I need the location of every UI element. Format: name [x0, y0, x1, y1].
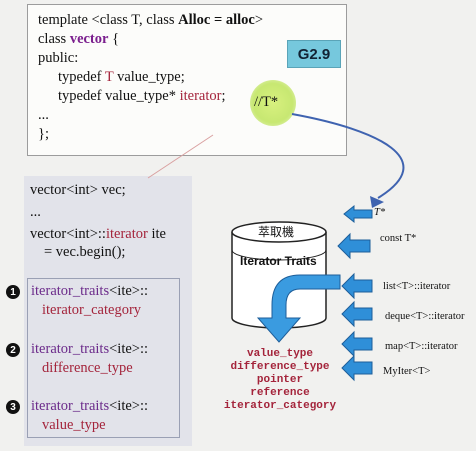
- usage-line-begin: = vec.begin();: [44, 244, 126, 260]
- step-number-3: 3: [6, 400, 20, 414]
- output-value-type: value_type: [246, 348, 313, 360]
- input-arrow-1: [343, 204, 373, 224]
- step-number-2: 2: [6, 343, 20, 357]
- connector-line: [147, 134, 214, 179]
- trait-2-line2: difference_type: [42, 360, 133, 376]
- comment-highlight: [250, 80, 296, 126]
- input-arrow-5: [341, 330, 373, 358]
- input-arrow-2: [337, 232, 371, 260]
- output-pointer: pointer: [256, 374, 304, 386]
- trait-2-line1: iterator_traits<ite>::: [31, 341, 149, 357]
- trait-1-line2: iterator_category: [42, 302, 142, 318]
- curved-arrow-to-input: [291, 113, 405, 199]
- version-badge: G2.9: [287, 40, 341, 68]
- input-label-deque-iterator: deque<T>::iterator: [385, 311, 465, 322]
- input-arrow-6: [341, 354, 373, 382]
- trait-3-line2: value_type: [42, 417, 106, 433]
- input-arrow-4: [341, 300, 373, 328]
- output-iterator-category: iterator_category: [223, 400, 337, 412]
- usage-line-ellipsis: ...: [30, 204, 41, 220]
- machine-title: Iterator Traits: [240, 254, 317, 268]
- usage-line-decl: vector<int> vec;: [30, 182, 126, 198]
- traits-questions-box: [27, 278, 180, 438]
- trait-1-line1: iterator_traits<ite>::: [31, 283, 149, 299]
- code-line-ellipsis: ...: [38, 107, 49, 123]
- code-line-public: public:: [38, 50, 79, 66]
- code-line-class: class vector {: [38, 31, 120, 47]
- machine-top-label: 萃取機: [258, 225, 295, 239]
- usage-line-iterator: vector<int>::iterator ite: [30, 226, 166, 242]
- curved-arrow-head: [370, 196, 384, 208]
- input-label-list-iterator: list<T>::iterator: [383, 281, 451, 292]
- class-template-code-block: template <class T, class Alloc = alloc> …: [27, 4, 347, 156]
- iterator-traits-machine: [231, 221, 327, 329]
- input-label-const-pointer: const T*: [380, 233, 417, 244]
- step-number-1: 1: [6, 285, 20, 299]
- usage-panel: vector<int> vec; ... vector<int>::iterat…: [24, 176, 192, 446]
- pointer-comment: //T*: [254, 94, 279, 110]
- input-arrow-3: [341, 272, 373, 300]
- input-label-myiter: MyIter<T>: [383, 366, 431, 377]
- code-line-typedef-iterator: typedef value_type* iterator;: [58, 88, 226, 104]
- code-line-typedef-value: typedef T value_type;: [58, 69, 185, 85]
- output-difference-type: difference_type: [230, 361, 330, 373]
- code-line-close: };: [38, 126, 49, 142]
- code-line-template: template <class T, class Alloc = alloc>: [38, 12, 264, 28]
- input-label-map-iterator: map<T>::iterator: [385, 341, 458, 352]
- output-reference: reference: [250, 387, 310, 399]
- trait-3-line1: iterator_traits<ite>::: [31, 398, 149, 414]
- funnel-arrow: [256, 274, 341, 343]
- input-label-pointer: T*: [374, 207, 386, 218]
